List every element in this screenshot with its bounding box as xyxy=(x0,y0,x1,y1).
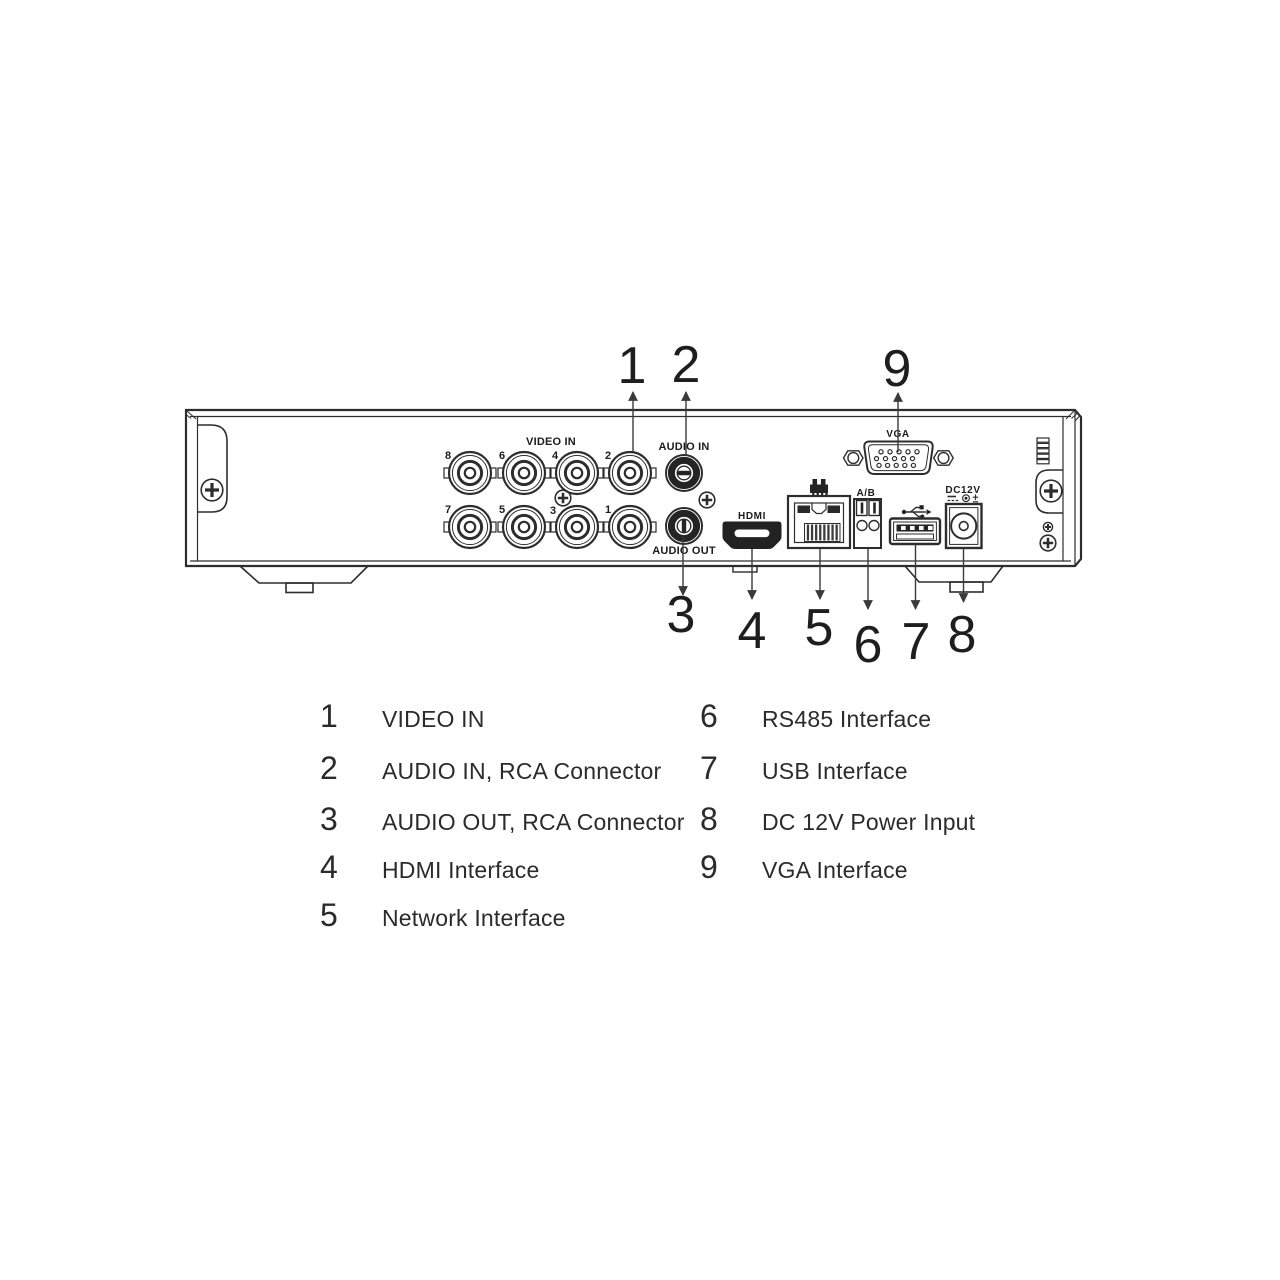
legend-label: DC 12V Power Input xyxy=(762,809,976,835)
legend-label: VGA Interface xyxy=(762,857,908,883)
phillips-screw-icon xyxy=(553,488,573,508)
legend-number: 8 xyxy=(700,801,718,837)
legend-item-7: 7 USB Interface xyxy=(700,750,908,786)
phillips-screw-icon xyxy=(199,477,225,503)
phillips-screw-icon xyxy=(697,490,717,510)
vga-hex-nut-right xyxy=(932,450,955,466)
audio-out-label: AUDIO OUT xyxy=(652,545,716,557)
callout-number-2: 2 xyxy=(672,336,701,394)
chassis-feet xyxy=(239,565,1004,594)
bnc-connector xyxy=(549,450,605,496)
bnc-number: 3 xyxy=(550,505,556,517)
legend-number: 5 xyxy=(320,897,338,933)
audio-group: AUDIO IN AUDIO OUT xyxy=(652,441,717,557)
callout-number-6: 6 xyxy=(854,616,883,674)
bnc-number: 8 xyxy=(445,450,451,462)
polarity-icon xyxy=(947,494,979,503)
rs485-terminal: A/B xyxy=(853,488,882,549)
legend-item-8: 8 DC 12V Power Input xyxy=(700,801,976,837)
legend-number: 7 xyxy=(700,750,718,786)
legend-label: VIDEO IN xyxy=(382,706,485,732)
legend-label: RS485 Interface xyxy=(762,706,932,732)
corner-hatch-right xyxy=(1065,410,1080,421)
legend-number: 2 xyxy=(320,750,338,786)
legend-item-5: 5 Network Interface xyxy=(320,897,566,933)
video-in-bnc-group: VIDEO IN 8 6 4 2 7 5 3 1 xyxy=(442,436,658,550)
bnc-connector xyxy=(442,504,498,550)
callout-number-9: 9 xyxy=(883,340,912,398)
callout-number-4: 4 xyxy=(738,602,767,660)
hdmi-port: HDMI xyxy=(722,511,782,549)
vga-pins xyxy=(873,449,920,469)
bnc-connector xyxy=(496,450,552,496)
network-icon xyxy=(810,479,828,497)
rj45-pins xyxy=(806,524,838,541)
legend-number: 9 xyxy=(700,849,718,885)
bnc-connector xyxy=(602,450,658,496)
usb-icon xyxy=(901,505,932,519)
legend-item-3: 3 AUDIO OUT, RCA Connector xyxy=(320,801,685,837)
legend-label: HDMI Interface xyxy=(382,857,540,883)
callout-number-8: 8 xyxy=(948,606,977,664)
dc12v-label: DC12V xyxy=(945,485,980,496)
legend-item-4: 4 HDMI Interface xyxy=(320,849,540,885)
mounting-bracket-left xyxy=(197,424,228,513)
bnc-connector xyxy=(442,450,498,496)
hdmi-label: HDMI xyxy=(738,511,766,522)
legend-label: USB Interface xyxy=(762,758,908,784)
bnc-number: 1 xyxy=(605,504,611,516)
bnc-number: 4 xyxy=(552,450,559,462)
legend-number: 4 xyxy=(320,849,338,885)
bnc-number: 6 xyxy=(499,450,505,462)
phillips-screw-icon xyxy=(1038,478,1064,504)
bnc-number: 5 xyxy=(499,504,505,516)
legend-item-6: 6 RS485 Interface xyxy=(700,698,932,734)
usb-port xyxy=(888,505,942,546)
vga-hex-nut-left xyxy=(842,450,864,466)
mounting-bracket-right xyxy=(1035,469,1064,514)
legend-item-9: 9 VGA Interface xyxy=(700,849,908,885)
bnc-connector xyxy=(549,504,605,550)
legend-item-1: 1 VIDEO IN xyxy=(320,698,485,734)
rs485-label: A/B xyxy=(856,488,875,499)
small-screw-icon xyxy=(1042,521,1054,533)
chassis xyxy=(184,408,1083,594)
legend-label: AUDIO OUT, RCA Connector xyxy=(382,809,685,835)
dc-power-jack: DC12V xyxy=(944,485,983,550)
legend-number: 1 xyxy=(320,698,338,734)
bnc-connector xyxy=(496,504,552,550)
corner-hatch-left xyxy=(185,410,197,420)
bnc-number: 7 xyxy=(445,504,451,516)
legend-label: AUDIO IN, RCA Connector xyxy=(382,758,662,784)
callout-number-7: 7 xyxy=(902,613,931,671)
callout-number-3: 3 xyxy=(667,586,696,644)
callouts: 1 2 9 3 4 5 6 7 8 xyxy=(618,336,977,674)
phillips-screw-icon xyxy=(1038,533,1058,553)
bnc-connector xyxy=(602,504,658,550)
network-port xyxy=(786,479,852,550)
legend-item-2: 2 AUDIO IN, RCA Connector xyxy=(320,750,662,786)
callout-number-1: 1 xyxy=(618,337,647,395)
legend-number: 3 xyxy=(320,801,338,837)
legend-label: Network Interface xyxy=(382,905,566,931)
vent-slots xyxy=(1036,437,1050,465)
callout-number-5: 5 xyxy=(805,599,834,657)
video-in-label: VIDEO IN xyxy=(526,436,576,448)
bnc-number: 2 xyxy=(605,450,611,462)
audio-in-label: AUDIO IN xyxy=(658,441,709,453)
legend-number: 6 xyxy=(700,698,718,734)
